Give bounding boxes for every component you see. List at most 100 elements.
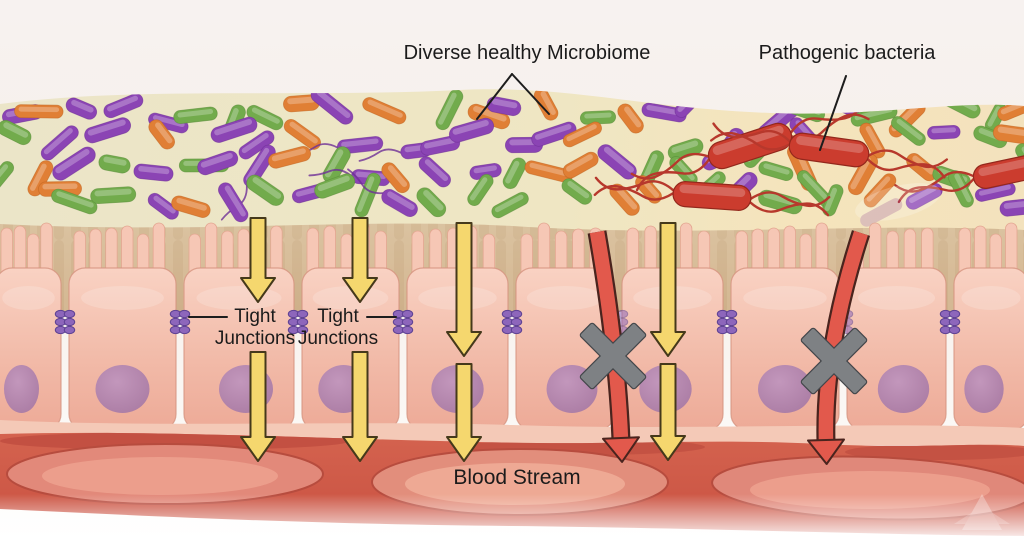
bottom-fade — [0, 494, 1024, 559]
junction-bead — [178, 317, 191, 327]
label-tight-junctions-1-line1: Tight — [234, 306, 276, 327]
pathogen-highlight — [796, 135, 864, 154]
yellow-arrow — [342, 217, 378, 303]
epithelial-cell — [0, 222, 62, 431]
bacterium-orange — [27, 160, 54, 197]
bacterium-body — [40, 125, 79, 161]
bacterium-body — [246, 104, 284, 131]
bacterium-highlight — [271, 148, 306, 162]
cell-sheen — [81, 286, 164, 310]
bacterium-orange — [609, 183, 640, 216]
pointer-line — [819, 75, 847, 151]
label-pathogenic-bacteria: Pathogenic bacteria — [758, 42, 936, 64]
junction-bead — [725, 317, 738, 327]
bacterium-purple — [218, 182, 249, 223]
bacterium-highlight — [978, 184, 1011, 196]
bacterium-highlight — [909, 185, 938, 203]
pathogen-flagellum — [749, 191, 831, 208]
tight-junction — [287, 309, 309, 335]
bacterium-highlight — [251, 107, 280, 124]
bacterium-body — [14, 104, 64, 119]
bacterium-body — [486, 96, 522, 117]
bacterium-body — [890, 116, 926, 146]
bacterium-purple — [210, 116, 258, 143]
bacterium-highlight — [603, 146, 635, 173]
bacterium-body — [173, 106, 218, 124]
bacterium-highlight — [214, 118, 253, 136]
flagellum — [358, 148, 402, 162]
bacterium-highlight — [1000, 98, 1024, 115]
bacterium-highlight — [0, 164, 9, 189]
bacterium-body — [354, 172, 381, 218]
bacterium-orange — [859, 122, 886, 159]
bacterium-body — [467, 173, 494, 207]
label-tight-junctions-1: Tight Junctions — [215, 306, 295, 350]
bacterium-highlight — [865, 126, 883, 154]
bacterium-body — [133, 163, 174, 182]
bacterium-orange — [148, 119, 176, 150]
bacterium-green — [173, 106, 218, 124]
tight-junction — [716, 309, 738, 335]
bacterium-highlight — [802, 173, 831, 204]
bacterium-highlight — [509, 139, 539, 146]
junction-bead — [725, 325, 738, 335]
pathogen-bacterium — [709, 122, 949, 179]
bacterium-body — [416, 187, 447, 218]
junction-bead — [296, 309, 309, 319]
bacterium-purple — [420, 135, 461, 156]
bacterium-highlight — [103, 156, 127, 166]
bacterium-highlight — [367, 99, 403, 118]
bacterium-purple — [40, 125, 79, 161]
bacterium-highlight — [341, 138, 379, 148]
pathogen-bacterium — [593, 176, 831, 217]
bacterium-green — [561, 178, 593, 205]
label-tight-junctions-2: Tight Junctions — [298, 306, 378, 350]
bacterium-green — [416, 187, 447, 218]
tight-junction — [501, 309, 523, 335]
junction-bead — [510, 325, 523, 335]
junction-bead — [296, 325, 309, 335]
flagellum — [347, 168, 384, 195]
bacterium-purple — [103, 93, 144, 119]
bacterium-purple — [469, 162, 502, 181]
bacterium-purple — [197, 150, 239, 176]
bacterium-green — [354, 172, 381, 218]
junction-bead — [178, 325, 191, 335]
bacterium-highlight — [505, 160, 520, 184]
bacterium-highlight — [30, 163, 47, 191]
bacterium-highlight — [387, 191, 415, 210]
logo-watermark-icon — [954, 494, 1010, 530]
bacterium-orange — [992, 124, 1024, 145]
red-arrow-head — [807, 438, 845, 465]
epithelial-cell — [68, 222, 177, 431]
bacterium-orange — [268, 145, 311, 169]
bacterium-highlight — [18, 106, 60, 113]
bacterium-body — [65, 97, 98, 120]
bacterium-highlight — [155, 122, 173, 144]
bacterium-orange — [847, 153, 879, 196]
bacterium-highlight — [438, 92, 457, 125]
bacterium-highlight — [529, 162, 569, 177]
bacterium-purple — [486, 96, 522, 117]
bacterium-green — [246, 174, 285, 206]
cell-nucleus — [3, 365, 40, 413]
pathogen-body — [672, 181, 752, 211]
bacterium-body — [973, 125, 1008, 149]
bacterium-green — [0, 119, 32, 146]
pathogen-body — [972, 155, 1024, 189]
junction-bead — [948, 309, 961, 319]
bacterium-highlight — [56, 191, 94, 208]
bacterium-highlight — [646, 104, 683, 116]
bacterium-purple — [133, 163, 174, 182]
bacterium-green — [246, 104, 284, 131]
bacterium-highlight — [317, 175, 350, 191]
junction-bead — [178, 309, 191, 319]
bacterium-body — [90, 186, 137, 205]
bacterium-highlight — [931, 127, 957, 134]
x-arm-fill — [801, 328, 867, 394]
bacterium-highlight — [177, 109, 214, 118]
bacterium-highlight — [252, 177, 282, 199]
pathogen-highlight — [679, 184, 746, 198]
junction-bead — [510, 317, 523, 327]
